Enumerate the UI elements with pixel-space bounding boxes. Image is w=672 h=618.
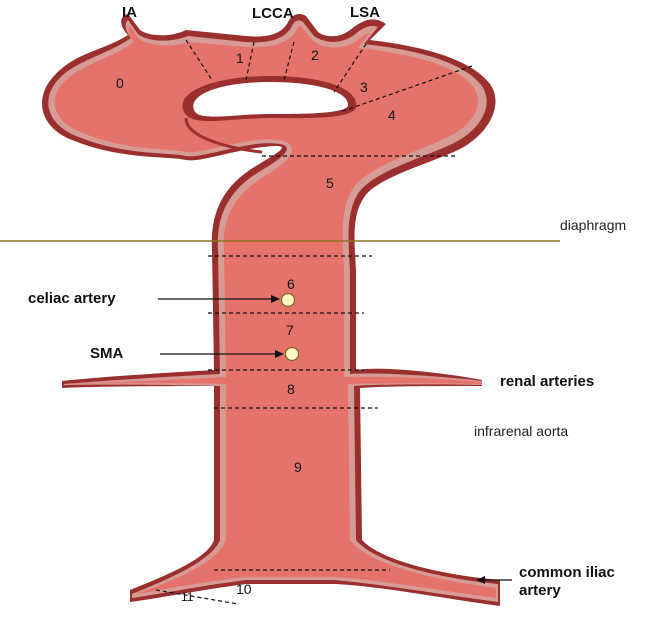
label-lsa: LSA <box>350 4 380 21</box>
segment-3: 3 <box>360 79 368 95</box>
sma-ostium <box>284 346 300 362</box>
segment-5: 5 <box>326 175 334 191</box>
label-celiac-artery: celiac artery <box>28 290 116 307</box>
label-diaphragm: diaphragm <box>560 217 626 233</box>
sma-arrow <box>160 350 284 358</box>
segment-2: 2 <box>311 47 319 63</box>
common-iliac-arrow <box>476 576 512 584</box>
vessel-lumen <box>54 26 497 598</box>
label-common-iliac-line2: artery <box>519 582 561 599</box>
label-common-iliac-line1: common iliac <box>519 564 615 581</box>
segment-9: 9 <box>294 459 302 475</box>
segment-4: 4 <box>388 107 396 123</box>
arch-inner-hole <box>193 82 349 117</box>
segment-10: 10 <box>236 581 252 597</box>
segment-1: 1 <box>236 50 244 66</box>
label-infrarenal-aorta: infrarenal aorta <box>474 423 568 439</box>
segment-8: 8 <box>287 381 295 397</box>
segment-7: 7 <box>286 322 294 338</box>
label-renal-arteries: renal arteries <box>500 373 594 390</box>
segment-boundaries <box>155 39 473 605</box>
segment-0: 0 <box>116 75 124 91</box>
celiac-ostium <box>280 292 296 308</box>
segment-11: 11 <box>181 590 194 604</box>
label-sma: SMA <box>90 345 124 362</box>
label-ia: IA <box>122 4 137 21</box>
arch-curl <box>184 117 263 154</box>
celiac-arrow <box>158 295 280 303</box>
segment-6: 6 <box>287 276 295 292</box>
label-lcca: LCCA <box>252 5 294 22</box>
